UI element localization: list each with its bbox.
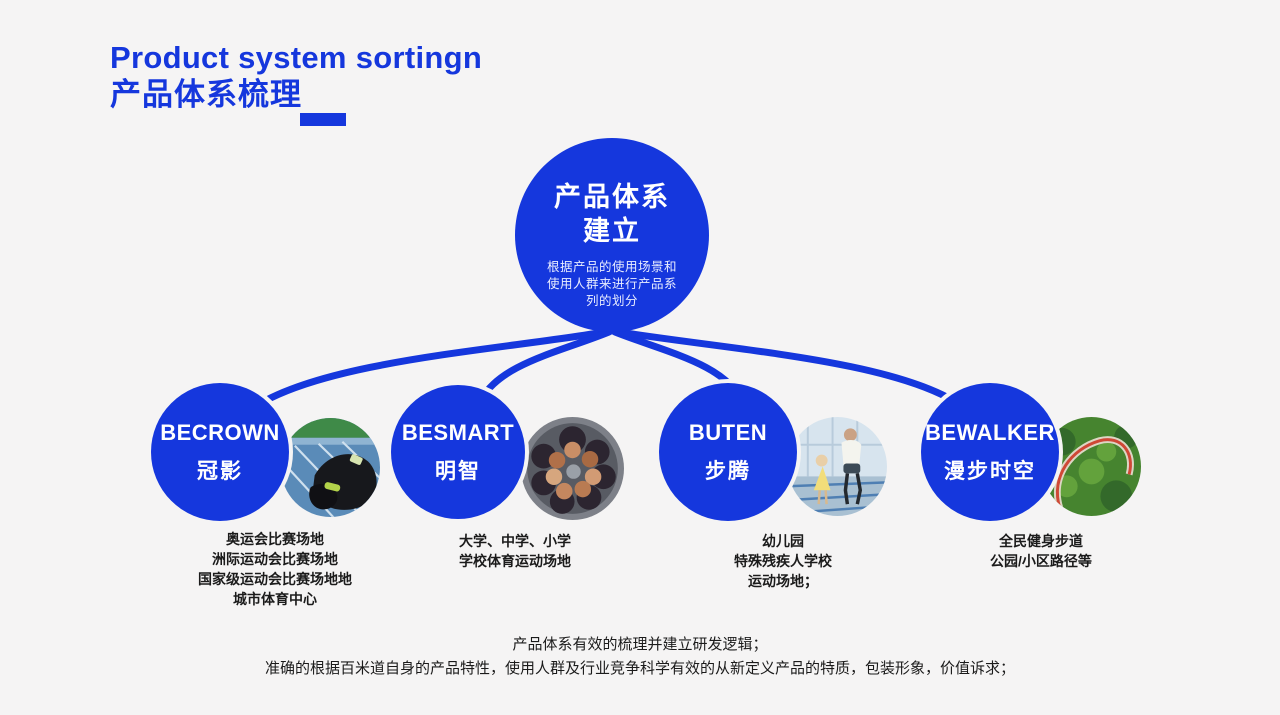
- node-bewalker-name-en: BEWALKER: [925, 419, 1055, 445]
- center-node-title: 产品体系 建立: [515, 180, 709, 248]
- desc-line: 运动场地；: [748, 573, 818, 589]
- node-bewalker-name-zh: 漫步时空: [944, 459, 1036, 483]
- center-node: 产品体系 建立 根据产品的使用场景和 使用人群来进行产品系 列的划分: [515, 138, 709, 332]
- page-title-english: Product system sortingn: [110, 40, 483, 75]
- node-becrown-name-en: BECROWN: [160, 419, 280, 445]
- node-becrown-name-zh: 冠影: [197, 459, 243, 483]
- connector-to-besmart: [476, 328, 613, 406]
- center-desc-line: 根据产品的使用场景和: [546, 260, 677, 274]
- desc-line: 城市体育中心: [233, 591, 317, 607]
- center-node-description: 根据产品的使用场景和 使用人群来进行产品系 列的划分: [515, 259, 709, 310]
- bewalker-photo: [1042, 417, 1141, 516]
- center-title-line2: 建立: [583, 216, 641, 246]
- desc-line: 奥运会比赛场地: [226, 531, 324, 547]
- node-besmart-name-en: BESMART: [401, 419, 515, 445]
- page-title-chinese: 产品体系梳理: [110, 77, 302, 112]
- desc-line: 公园/小区路径等: [990, 553, 1092, 569]
- node-besmart: BESMART 明智: [391, 385, 525, 519]
- summary-line2: 准确的根据百米道自身的产品特性，使用人群及行业竞争科学有效的从新定义产品的特质，…: [264, 660, 1015, 677]
- node-buten: BUTEN 步腾: [659, 383, 797, 521]
- gym-runner-child-illustration: [788, 417, 887, 516]
- besmart-description: 大学、中学、小学 学校体育运动场地: [405, 531, 625, 571]
- becrown-description: 奥运会比赛场地 洲际运动会比赛场地 国家级运动会比赛场地地 城市体育中心: [165, 529, 385, 609]
- connector-to-bewalker: [609, 327, 966, 410]
- bewalker-description: 全民健身步道 公园/小区路径等: [931, 531, 1151, 571]
- buten-photo: [788, 417, 887, 516]
- desc-line: 洲际运动会比赛场地: [212, 551, 338, 567]
- desc-line: 全民健身步道: [999, 533, 1083, 549]
- center-title-line1: 产品体系: [554, 182, 670, 212]
- summary-text: 产品体系有效的梳理并建立研发逻辑； 准确的根据百米道自身的产品特性，使用人群及行…: [0, 633, 1280, 681]
- node-bewalker: BEWALKER 漫步时空: [921, 383, 1059, 521]
- center-desc-line: 使用人群来进行产品系: [546, 277, 677, 291]
- node-besmart-name-zh: 明智: [435, 459, 481, 483]
- desc-line: 学校体育运动场地: [459, 553, 571, 569]
- team-huddle-illustration: [521, 417, 624, 520]
- desc-line: 国家级运动会比赛场地地: [198, 571, 352, 587]
- desc-line: 幼儿园: [762, 533, 804, 549]
- page-title: Product system sortingn 产品体系梳理: [110, 40, 482, 114]
- desc-line: 大学、中学、小学: [459, 533, 571, 549]
- desc-line: 特殊残疾人学校: [734, 553, 832, 569]
- besmart-photo: [521, 417, 624, 520]
- node-becrown: BECROWN 冠影: [151, 383, 289, 521]
- title-underline-bar: [300, 113, 346, 126]
- summary-line1: 产品体系有效的梳理并建立研发逻辑；: [512, 636, 768, 653]
- buten-description: 幼儿园 特殊残疾人学校 运动场地；: [673, 531, 893, 591]
- sprinter-track-illustration: [281, 418, 380, 517]
- node-buten-name-zh: 步腾: [705, 459, 751, 483]
- node-buten-name-en: BUTEN: [688, 419, 768, 445]
- park-trail-illustration: [1042, 417, 1141, 516]
- center-desc-line: 列的划分: [585, 294, 638, 308]
- becrown-photo: [281, 418, 380, 517]
